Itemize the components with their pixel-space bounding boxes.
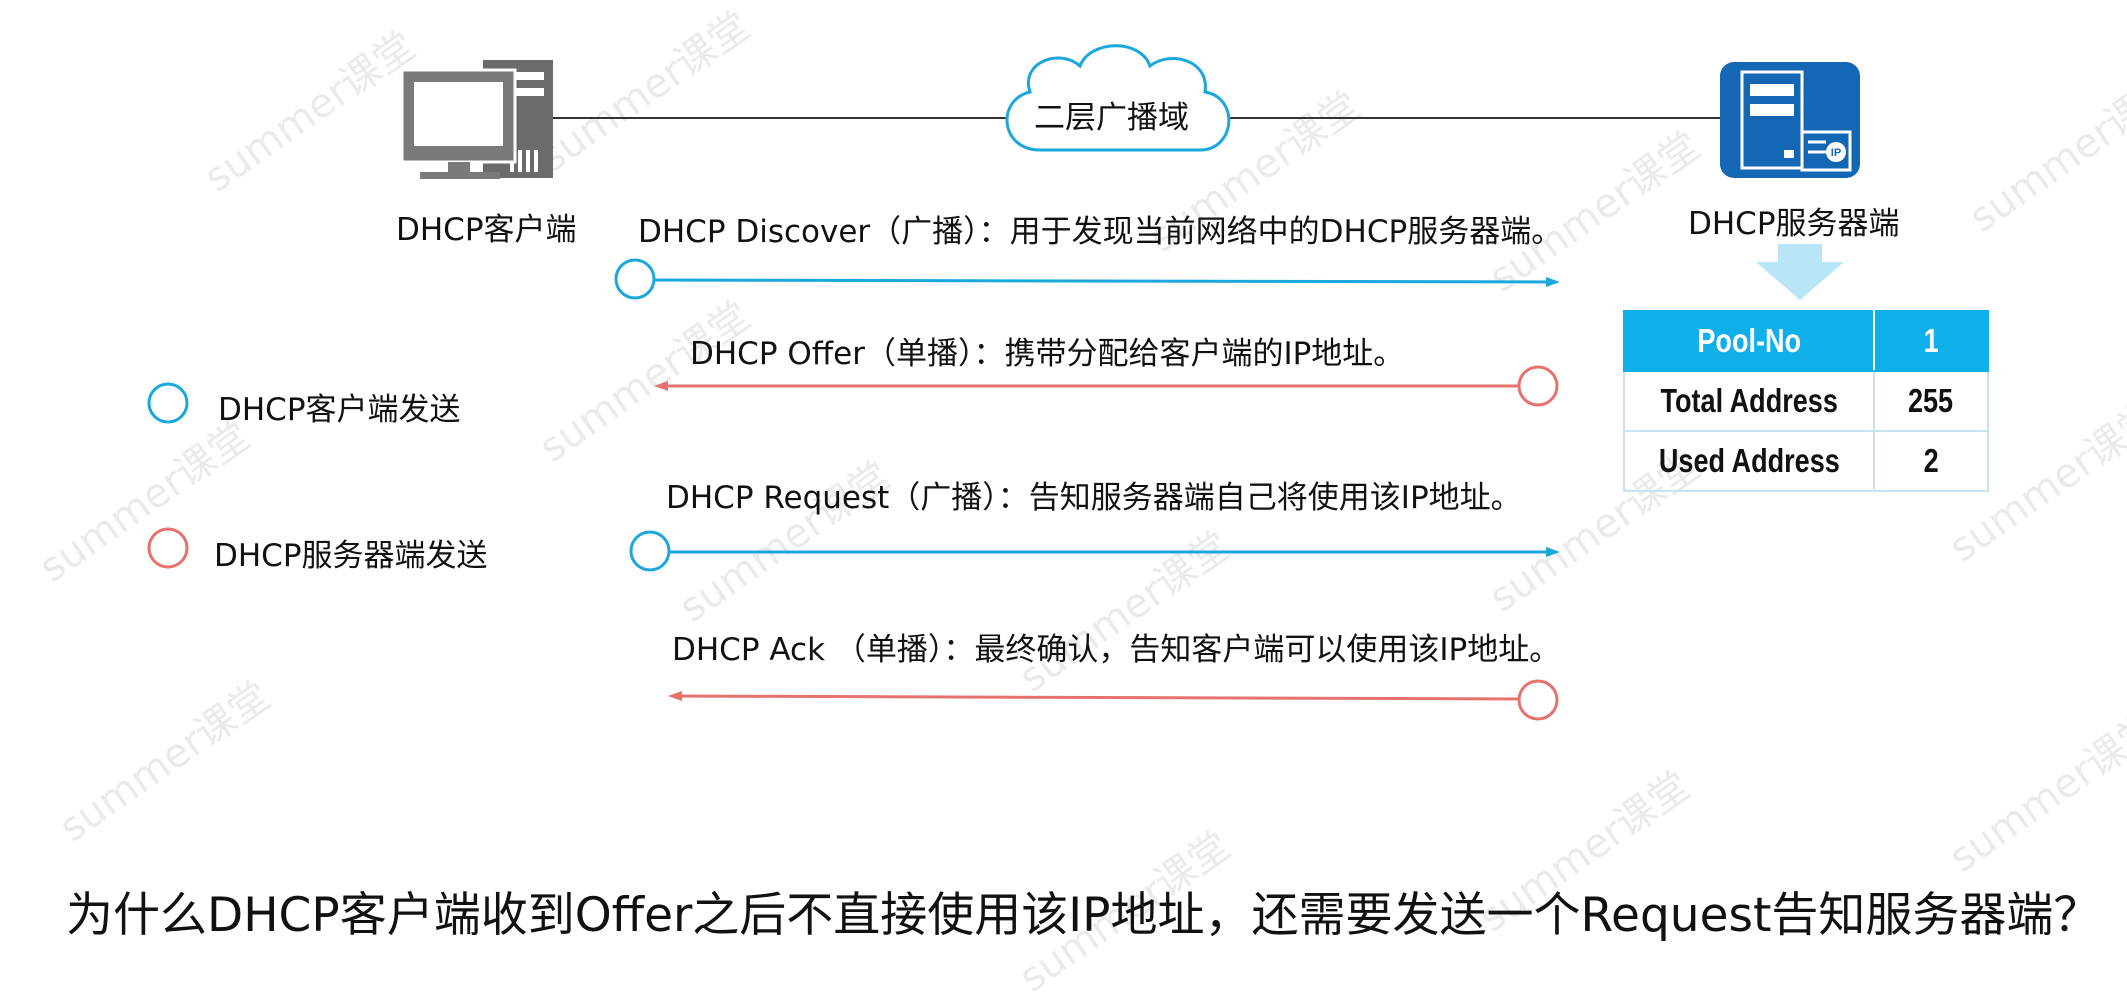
broadcast-domain-cloud	[1005, 44, 1231, 152]
used-address-label: Used Address	[1658, 442, 1840, 479]
table-row: Used Address 2	[1623, 430, 1989, 492]
client-label: DHCP客户端	[396, 212, 577, 248]
dhcp-server-icon: IP	[1720, 62, 1860, 178]
server-label: DHCP服务器端	[1688, 206, 1900, 242]
total-address-label: Total Address	[1660, 382, 1838, 419]
legend-server-label: DHCP服务器端发送	[214, 538, 488, 574]
pool-no-label: Pool-No	[1697, 322, 1801, 359]
table-row: Total Address 255	[1623, 370, 1989, 432]
discover-message: DHCP Discover（广播）：用于发现当前网络中的DHCP服务器端。	[638, 214, 1563, 250]
question-text: 为什么DHCP客户端收到Offer之后不直接使用该IP地址，还需要发送一个Req…	[66, 888, 2101, 943]
legend-server-circle	[147, 527, 189, 569]
offer-message: DHCP Offer（单播）：携带分配给客户端的IP地址。	[690, 336, 1405, 372]
request-message: DHCP Request（广播）：告知服务器端自己将使用该IP地址。	[666, 480, 1522, 516]
server-to-pool-arrow	[1756, 244, 1844, 300]
cloud-label: 二层广播域	[1034, 100, 1189, 136]
server-ip-badge: IP	[1831, 147, 1841, 159]
ack-arrow	[668, 679, 1559, 721]
ack-message: DHCP Ack （单播）：最终确认，告知客户端可以使用该IP地址。	[672, 632, 1561, 668]
total-address-value: 255	[1908, 382, 1954, 419]
dhcp-diagram: IP	[147, 44, 1860, 721]
discover-arrow	[614, 258, 1560, 300]
legend-client-label: DHCP客户端发送	[218, 392, 461, 428]
pool-table-header-row: Pool-No 1	[1623, 310, 1989, 372]
request-arrow	[629, 530, 1560, 572]
used-address-value: 2	[1923, 442, 1939, 479]
offer-arrow	[654, 365, 1559, 407]
legend-client-circle	[147, 382, 189, 424]
address-pool-table: Pool-No 1 Total Address 255 Used Address…	[1623, 310, 1989, 492]
pool-no-value: 1	[1923, 322, 1939, 359]
client-computer-icon	[400, 60, 553, 179]
